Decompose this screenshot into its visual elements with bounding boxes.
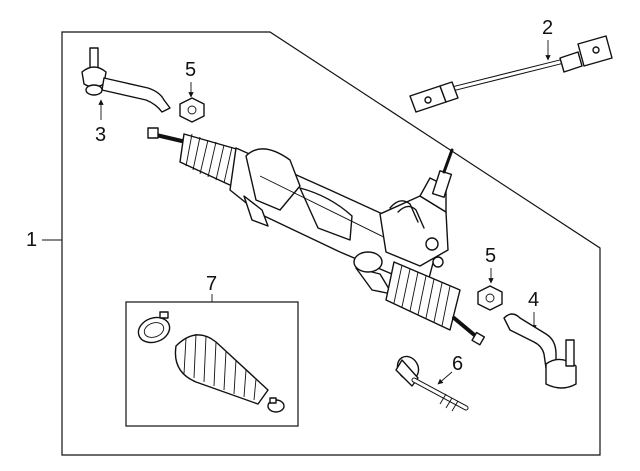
part-3-tie-rod-end-left (81, 47, 171, 113)
callout-1: 1 (26, 229, 37, 251)
callout-4: 4 (528, 289, 539, 311)
pinion-valve-housing (379, 148, 454, 268)
part-2-intermediate-shaft (409, 35, 613, 113)
callout-3: 3 (95, 124, 106, 146)
part-4-tie-rod-end-right (503, 313, 577, 389)
arrow-6 (437, 371, 453, 385)
part-1-rack-and-pinion-assembly (147, 127, 486, 346)
callout-7: 7 (206, 273, 217, 295)
callout-2: 2 (542, 17, 553, 39)
callout-5-lower: 5 (485, 245, 496, 267)
part-7-boot-kit (137, 311, 285, 413)
right-bellows (385, 261, 461, 331)
part-5-nut-lower (477, 285, 503, 311)
assembly-frame (61, 31, 601, 456)
callout-6: 6 (452, 353, 463, 375)
part-5-nut-upper (179, 97, 205, 123)
callout-5-upper: 5 (185, 59, 196, 81)
part-6-inner-tie-rod (395, 355, 469, 412)
